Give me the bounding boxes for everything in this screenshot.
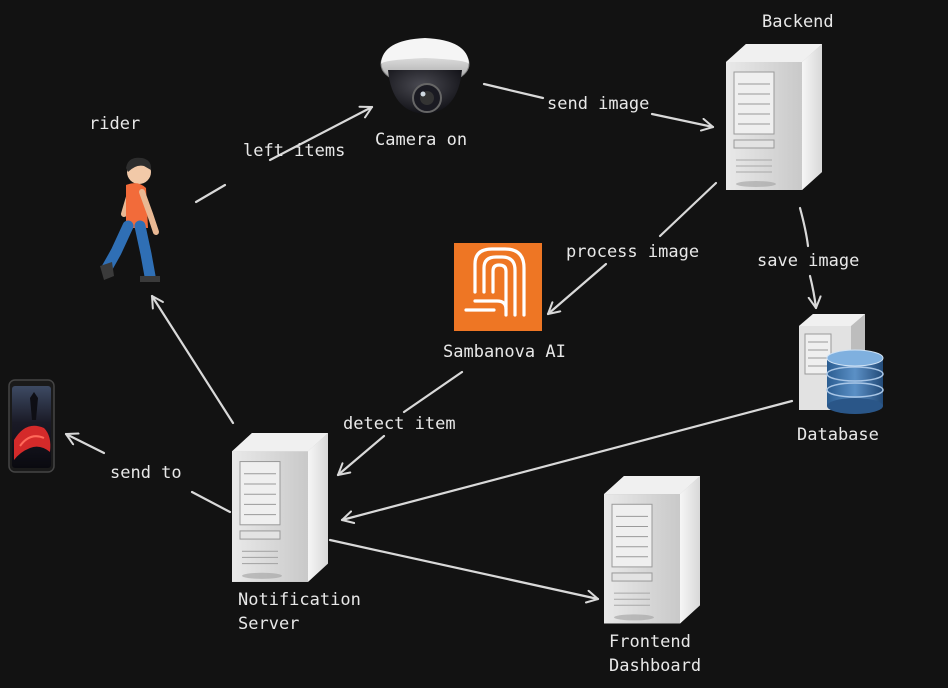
edge-label-detect-item: detect item [343,414,456,434]
frontend-label-line2: Dashboard [609,656,702,676]
edge-backend-database-2 [807,274,822,310]
edge-label-process-image: process image [566,242,700,262]
notification-server-label-line1: Notification [238,590,361,610]
edge-sambanova-notification [402,370,464,414]
edge-rider-camera [194,183,227,204]
edge-notification-frontend [328,538,600,604]
edge-backend-database [798,206,810,248]
notification-server-label-line2: Server [238,614,300,634]
database-label: Database [797,425,879,445]
edge-label-send-to: send to [110,463,182,483]
edge-notification-phone-2 [64,432,106,455]
edge-rider-camera-2 [268,105,374,162]
edge-backend-sambanova-2 [546,262,608,316]
rider-label: rider [89,114,141,134]
edge-camera-backend-2 [650,112,715,132]
edge-label-send-image: send image [547,94,650,114]
edge-sambanova-notification-2 [336,434,386,477]
edge-notification-rider [150,294,235,425]
camera-label: Camera on [375,130,468,150]
backend-label: Backend [762,12,834,32]
edge-label-left-items: left items [243,141,346,161]
frontend-label-line1: Frontend [609,632,691,652]
edge-backend-sambanova [658,181,718,238]
edge-camera-backend [482,82,545,100]
edge-notification-phone [190,490,232,514]
edge-label-save-image: save image [757,251,860,271]
sambanova-label: Sambanova AI [443,342,566,362]
edge-database-notification [340,399,794,524]
